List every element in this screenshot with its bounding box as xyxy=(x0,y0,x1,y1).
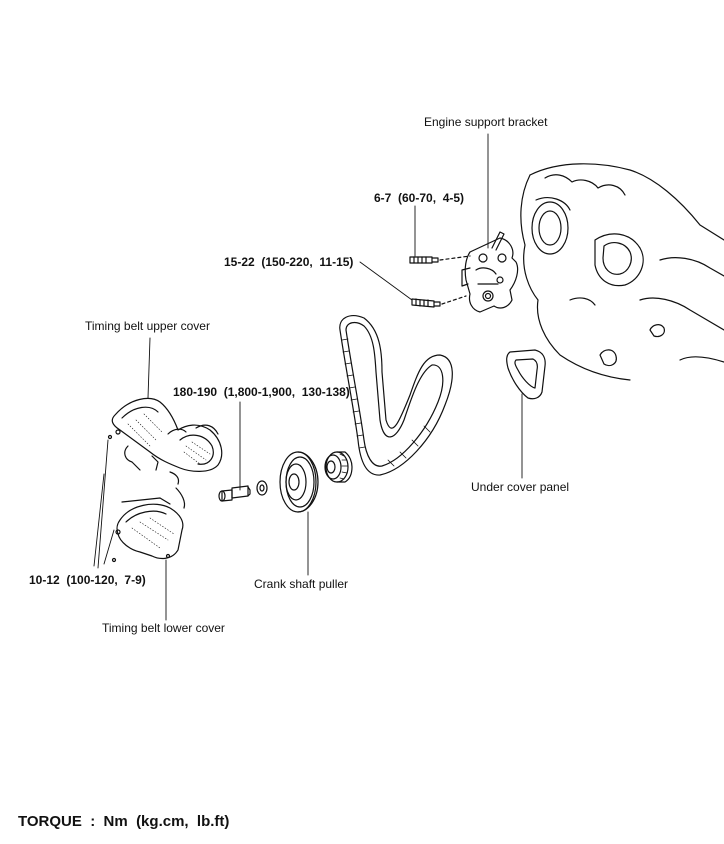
bracket-bolts xyxy=(409,255,471,308)
crank-bolt-part xyxy=(218,480,268,502)
crank-shaft-pulley-part xyxy=(279,451,319,513)
leader-lines xyxy=(93,133,523,621)
timing-belt-part xyxy=(339,315,453,476)
label-engine-support-bracket: Engine support bracket xyxy=(424,115,548,129)
torque-crank-bolt: 180-190 (1,800-1,900, 130-138) xyxy=(173,385,350,399)
torque-bracket-bolt-small: 6-7 (60-70, 4-5) xyxy=(374,191,465,205)
engine-support-bracket-part xyxy=(464,231,519,313)
torque-units-legend: TORQUE : Nm (kg.cm, lb.ft) xyxy=(18,813,230,830)
engine-block xyxy=(520,163,724,381)
label-crank-shaft-puller: Crank shaft puller xyxy=(254,577,349,591)
under-cover-panel-part xyxy=(506,349,546,400)
timing-belt-upper-cover-part xyxy=(107,397,223,485)
torque-bracket-bolt-large: 15-22 (150-220, 11-15) xyxy=(224,255,354,269)
label-timing-belt-lower-cover: Timing belt lower cover xyxy=(102,621,225,635)
timing-belt-lower-cover-part xyxy=(111,487,186,563)
torque-cover-bolts: 10-12 (100-120, 7-9) xyxy=(29,573,146,587)
label-under-cover-panel: Under cover panel xyxy=(471,480,570,494)
crank-sprocket-part xyxy=(324,451,353,483)
label-timing-belt-upper-cover: Timing belt upper cover xyxy=(85,319,210,333)
